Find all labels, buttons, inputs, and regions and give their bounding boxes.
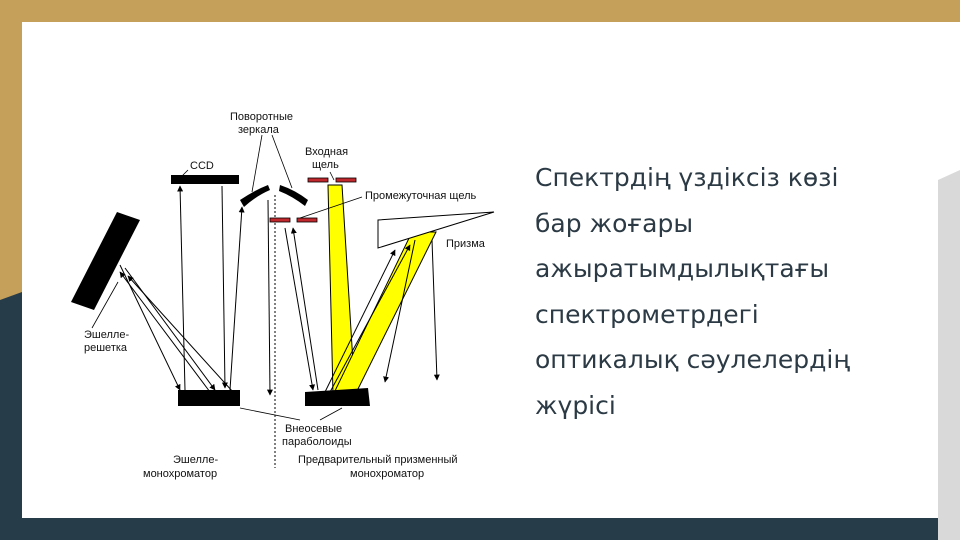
entrance-slit-left: [307, 177, 329, 183]
entrance-slit-right: [335, 177, 357, 183]
intermediate-slit-right: [296, 217, 318, 223]
leader-lines: [91, 134, 363, 421]
grey-right-shape: [938, 170, 960, 540]
paraboloid-left: [178, 390, 240, 406]
label-intermediate-slit: Промежуточная щель: [365, 190, 477, 202]
gold-top-band: [0, 0, 960, 22]
description-line-2: бар жоғары: [535, 208, 694, 238]
label-prism: Призма: [446, 238, 486, 250]
label-entrance-slit-1: Входная: [305, 146, 348, 158]
ccd-detector: [171, 175, 239, 184]
paraboloid-right: [305, 388, 370, 406]
label-echelle-monochromator-2: монохроматор: [143, 468, 217, 480]
label-entrance-slit-2: щель: [312, 159, 339, 171]
label-rotating-mirrors-1: Поворотные: [230, 111, 293, 123]
label-off-axis-paraboloids-2: параболоиды: [282, 436, 352, 448]
content-panel: [22, 22, 938, 518]
label-prism-monochromator-2: монохроматор: [350, 468, 424, 480]
label-off-axis-paraboloids-1: Внеосевые: [285, 423, 342, 435]
prism: [377, 211, 495, 249]
intermediate-slit-left: [269, 217, 291, 223]
description-line-1: Спектрдің үздіксіз көзі: [535, 163, 839, 192]
label-rotating-mirrors-2: зеркала: [238, 124, 280, 136]
description-line-3: ажыратымдылықтағы: [535, 254, 830, 283]
light-rays: [119, 185, 440, 396]
description-line-6: жүрісі: [535, 390, 616, 420]
gold-left-shape: [0, 0, 22, 300]
label-echelle-monochromator-1: Эшелле-: [173, 454, 218, 466]
turning-mirror-right: [279, 185, 308, 206]
description-line-4: спектрометрдегі: [535, 299, 759, 329]
description-line-5: оптикалық сәулелердің: [535, 345, 850, 374]
label-echelle-grating-2: решетка: [84, 342, 128, 354]
label-prism-monochromator-1: Предварительный призменный: [298, 454, 458, 466]
label-echelle-grating-1: Эшелле-: [84, 329, 129, 341]
turning-mirror-left: [240, 185, 270, 207]
slide-description: Спектрдің үздіксіз көзі бар жоғары ажыра…: [535, 155, 915, 428]
echelle-grating: [71, 212, 140, 310]
label-ccd: CCD: [190, 160, 214, 172]
